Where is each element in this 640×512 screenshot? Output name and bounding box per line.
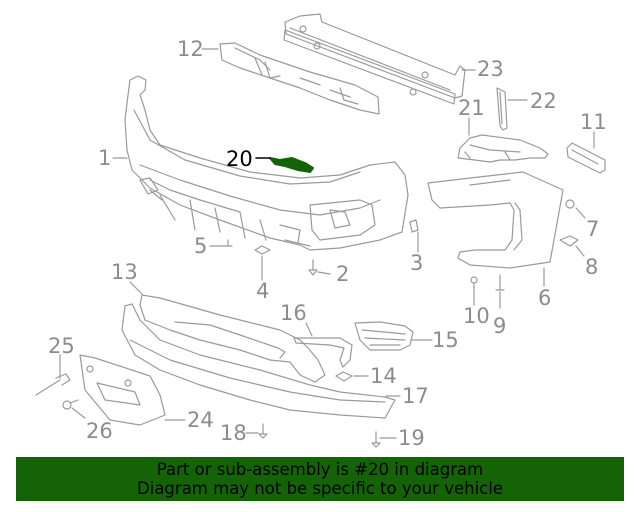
callout-15[interactable]: 15: [432, 328, 459, 352]
callout-1[interactable]: 1: [98, 146, 112, 170]
callout-17[interactable]: 17: [402, 384, 429, 408]
clip-part-8: [559, 235, 579, 247]
fastener-part-18: [258, 423, 268, 439]
rivet-part-25: [35, 373, 71, 396]
lower-fascia-part-13: [139, 294, 326, 383]
impact-bar-part-23: [283, 13, 466, 105]
bracket-part-20: [269, 157, 314, 173]
callout-13[interactable]: 13: [111, 260, 138, 284]
fog-grille-part-15: [354, 321, 414, 351]
info-banner: Part or sub-assembly is #20 in diagram D…: [16, 457, 624, 501]
callout-11[interactable]: 11: [580, 110, 607, 134]
callout-21[interactable]: 21: [458, 96, 485, 120]
screw-part-26: [62, 399, 79, 410]
fascia-extension-part-6: [427, 171, 564, 269]
callout-9[interactable]: 9: [493, 314, 507, 338]
molding-part-16: [293, 337, 353, 368]
bracket-part-21: [457, 134, 549, 163]
banner-part-note: Part or sub-assembly is #20 in diagram: [156, 460, 484, 479]
callout-26[interactable]: 26: [86, 419, 113, 443]
bumper-fascia-part-1: [124, 75, 409, 251]
callout-24[interactable]: 24: [187, 408, 214, 432]
callout-19[interactable]: 19: [398, 426, 425, 450]
callout-4[interactable]: 4: [256, 279, 270, 303]
fastener-part-4: [254, 245, 271, 255]
callout-3[interactable]: 3: [410, 251, 424, 275]
callout-2[interactable]: 2: [336, 262, 350, 286]
callout-6[interactable]: 6: [538, 286, 552, 310]
fog-bracket-part-11: [566, 142, 606, 174]
callout-18[interactable]: 18: [220, 421, 247, 445]
bracket-part-22: [496, 87, 508, 131]
banner-disclaimer: Diagram may not be specific to your vehi…: [137, 479, 503, 498]
fastener-part-9: [495, 274, 505, 291]
callout-23[interactable]: 23: [477, 57, 504, 81]
callout-12[interactable]: 12: [177, 37, 204, 61]
leader-lines: [59, 48, 595, 439]
callout-10[interactable]: 10: [463, 304, 490, 328]
callout-8[interactable]: 8: [585, 255, 599, 279]
license-bracket-part-24: [79, 354, 166, 426]
fastener-part-2: [308, 259, 318, 276]
callout-7[interactable]: 7: [586, 217, 600, 241]
fastener-part-5: [223, 239, 233, 247]
callout-14[interactable]: 14: [370, 364, 397, 388]
callout-22[interactable]: 22: [530, 89, 557, 113]
clip-part-14: [335, 371, 353, 382]
energy-absorber-part-12: [219, 42, 380, 115]
clip-part-3: [409, 219, 419, 233]
valance-part-17: [121, 303, 396, 419]
callout-16[interactable]: 16: [280, 301, 307, 325]
fastener-part-19: [371, 431, 381, 448]
callout-5[interactable]: 5: [194, 234, 208, 258]
callout-25[interactable]: 25: [48, 334, 75, 358]
clip-part-7: [565, 199, 575, 209]
callout-20-highlighted[interactable]: 20: [226, 147, 253, 171]
parts-diagram: [35, 13, 606, 448]
